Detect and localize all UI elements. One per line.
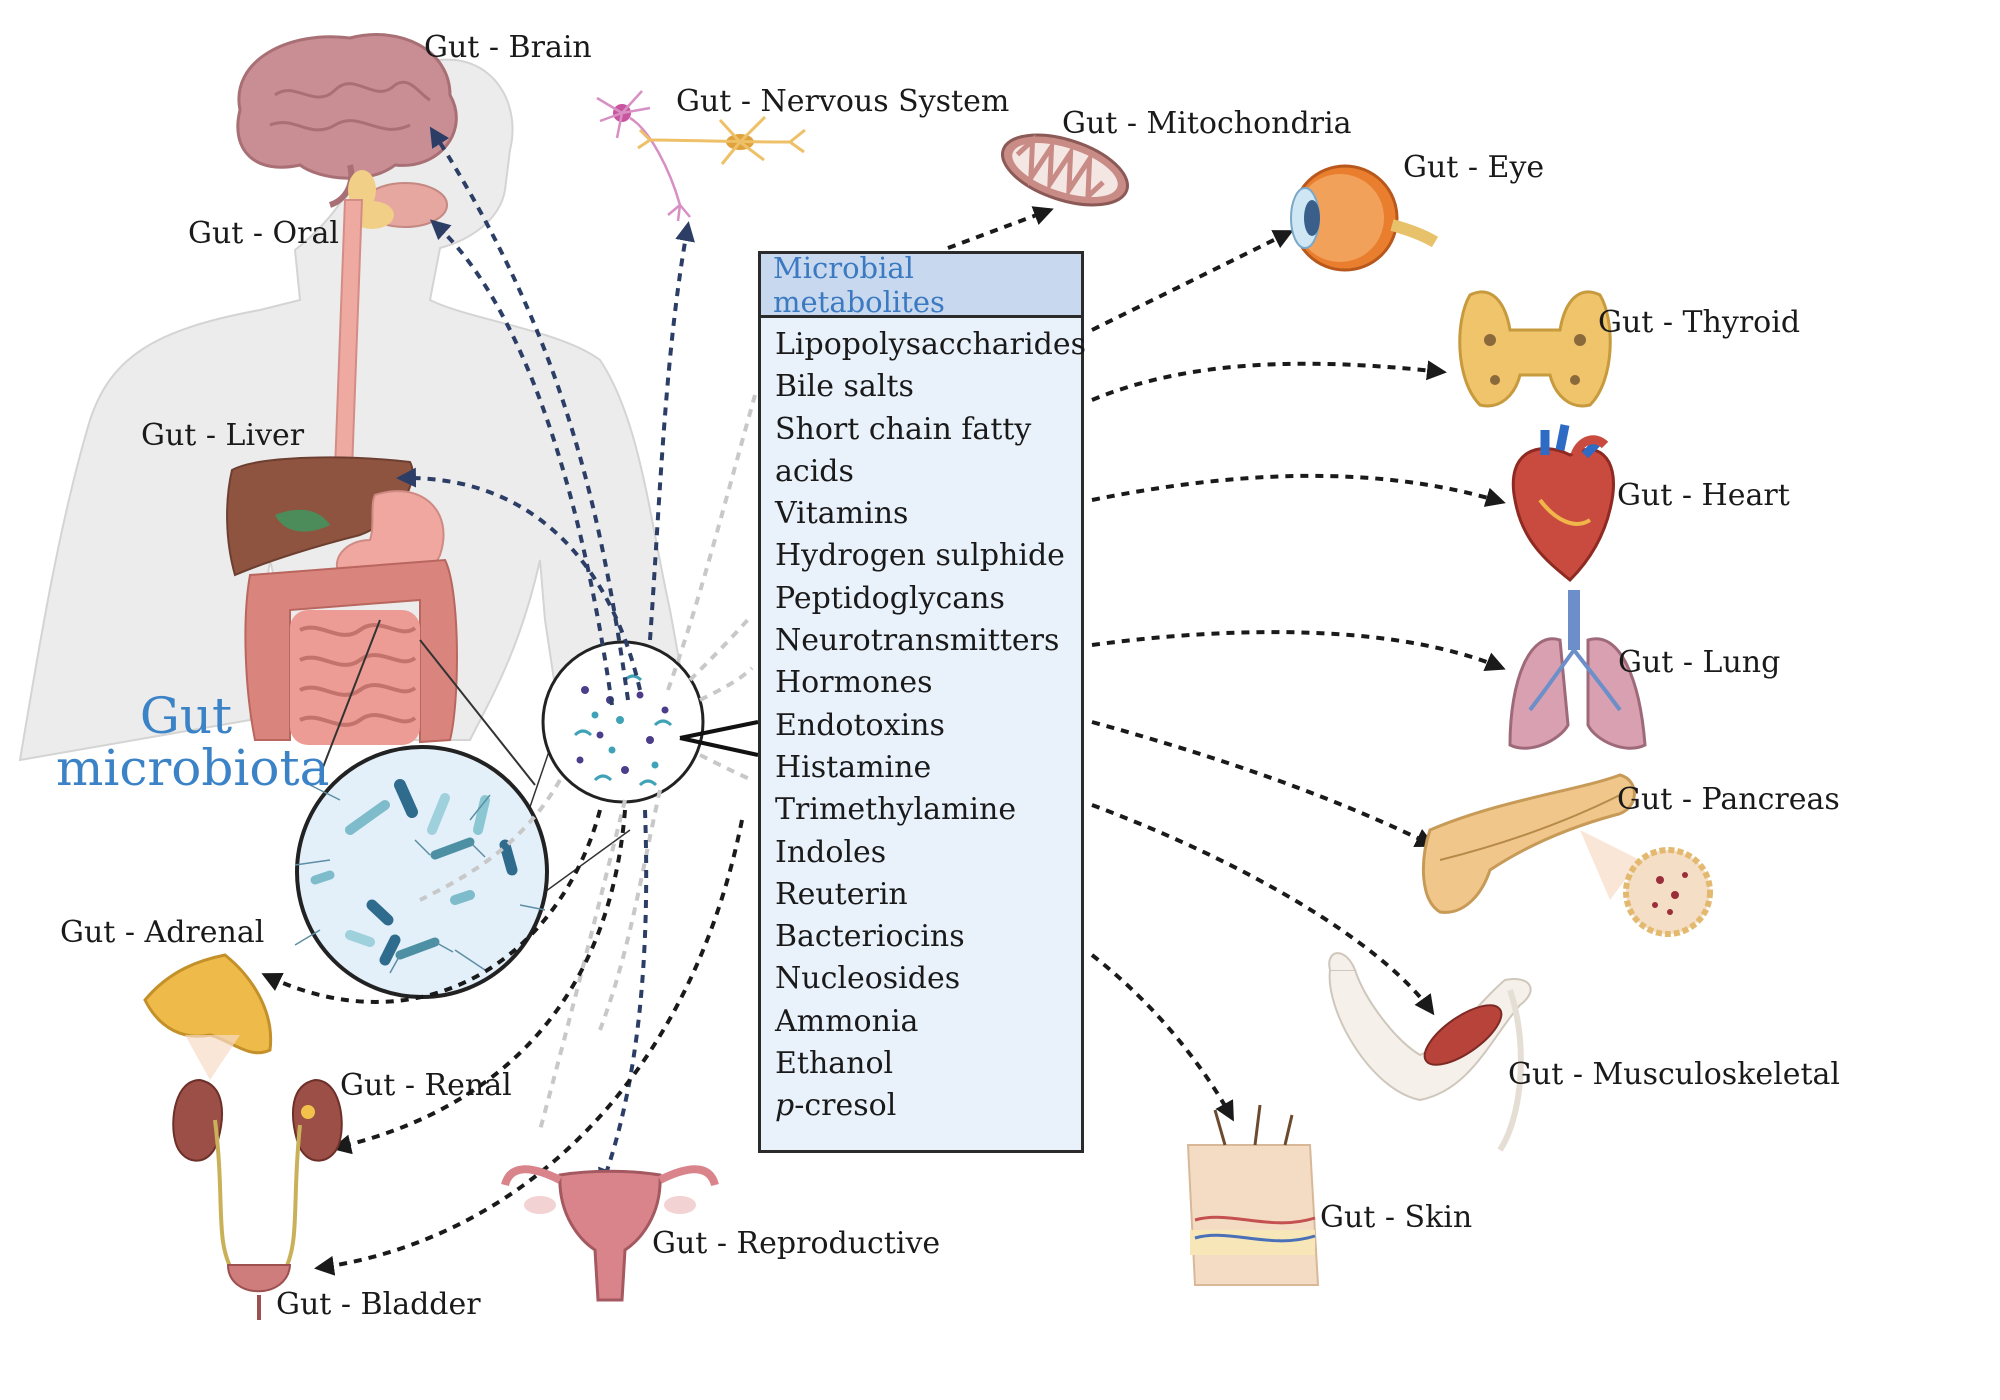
label-gut-oral: Gut - Oral [188, 216, 339, 251]
label-gut-pancreas: Gut - Pancreas [1617, 782, 1840, 817]
metabolite-item: Vitamins [775, 496, 909, 532]
gut-microbiota-line1: Gut [139, 687, 233, 745]
metabolites-circle [541, 640, 759, 804]
label-gut-skin: Gut - Skin [1320, 1200, 1473, 1235]
skin-icon [1186, 1104, 1320, 1286]
metabolite-item: acids [775, 453, 854, 489]
reproductive-icon [501, 1165, 719, 1302]
arrow-to-thyroid [1091, 360, 1447, 402]
label-gut-brain: Gut - Brain [424, 30, 592, 65]
gut-microbiota-title: Gut microbiota [56, 687, 330, 797]
metabolite-item: Hormones [775, 665, 933, 701]
p-cresol-suffix: -cresol [794, 1088, 897, 1124]
label-gut-thyroid: Gut - Thyroid [1598, 305, 1801, 340]
metabolite-item: Short chain fatty [775, 411, 1032, 447]
arrow-to-eye [1091, 230, 1294, 332]
metabolite-item: Histamine [775, 749, 932, 785]
arrow-to-musculoskeletal [1091, 803, 1435, 1016]
heart-icon [1511, 424, 1615, 583]
arrow-to-lung [1091, 630, 1506, 672]
arrow-to-liver [396, 467, 642, 691]
metabolite-item: Peptidoglycans [775, 580, 1005, 616]
arrow-to-reproductive [598, 809, 649, 1189]
metabolite-item-p-cresol: p-cresol [775, 1085, 1081, 1127]
metabolite-item: Lipopolysaccharides [775, 327, 1086, 362]
gut-microbiota-line2: microbiota [56, 739, 330, 797]
metabolite-item: Neurotransmitters [775, 623, 1060, 659]
label-gut-heart: Gut - Heart [1617, 478, 1790, 513]
arrow-to-bladder [314, 819, 744, 1276]
metabolite-item: Endotoxins [775, 707, 945, 743]
metabolites-list: Lipopolysaccharides Bile salts Short cha… [761, 318, 1086, 1128]
metabolite-item: Reuterin [775, 876, 908, 912]
mitochondria-icon [1000, 133, 1130, 207]
metabolite-item: Ammonia [775, 1003, 919, 1039]
thyroid-icon [1458, 290, 1612, 408]
label-gut-bladder: Gut - Bladder [276, 1287, 481, 1322]
neuron-icon [596, 90, 806, 222]
label-gut-adrenal: Gut - Adrenal [60, 915, 265, 950]
metabolite-item: Bacteriocins [775, 919, 965, 955]
arrow-to-skin [1090, 953, 1234, 1122]
brain-organ [236, 33, 458, 180]
p-cresol-prefix: p [775, 1088, 795, 1124]
arrow-to-nervous [648, 221, 695, 641]
arrow-to-brain [429, 126, 630, 701]
metabolite-item: Nucleosides [775, 961, 961, 997]
label-gut-lung: Gut - Lung [1618, 645, 1781, 680]
label-gut-renal: Gut - Renal [340, 1068, 512, 1103]
label-gut-nervous-system: Gut - Nervous System [676, 84, 1010, 119]
label-gut-musculoskeletal: Gut - Musculoskeletal [1508, 1057, 1840, 1092]
adrenal-icon [143, 953, 273, 1080]
pancreas-icon [1421, 773, 1713, 937]
metabolites-box: Microbial metabolites Lipopolysaccharide… [758, 251, 1086, 1153]
arrow-to-renal [331, 809, 627, 1155]
metabolite-item: Ethanol [775, 1046, 894, 1082]
arm-icon [1328, 952, 1532, 1152]
bacteria-magnified-circle [294, 745, 549, 999]
metabolite-item: Hydrogen sulphide [775, 538, 1065, 574]
lung-icon [1508, 590, 1647, 750]
metabolites-box-header: Microbial metabolites [761, 251, 1081, 319]
label-gut-eye: Gut - Eye [1403, 150, 1545, 185]
label-gut-reproductive: Gut - Reproductive [652, 1226, 941, 1261]
arrow-to-mitochondria [947, 206, 1054, 250]
arrow-to-oral [430, 219, 614, 706]
eye-icon [1290, 164, 1439, 272]
label-gut-mitochondria: Gut - Mitochondria [1062, 106, 1352, 141]
small-intestine [290, 610, 420, 745]
metabolite-item: Indoles [775, 834, 887, 870]
arrow-to-adrenal [261, 809, 602, 1004]
arrow-to-heart [1091, 473, 1506, 507]
urinary-system-icon [172, 1078, 343, 1320]
arrow-to-pancreas [1091, 720, 1436, 847]
label-gut-liver: Gut - Liver [141, 418, 305, 453]
metabolite-item: Bile salts [775, 369, 914, 405]
metabolite-item: Trimethylamine [775, 792, 1017, 828]
human-body-illustration [18, 33, 692, 762]
